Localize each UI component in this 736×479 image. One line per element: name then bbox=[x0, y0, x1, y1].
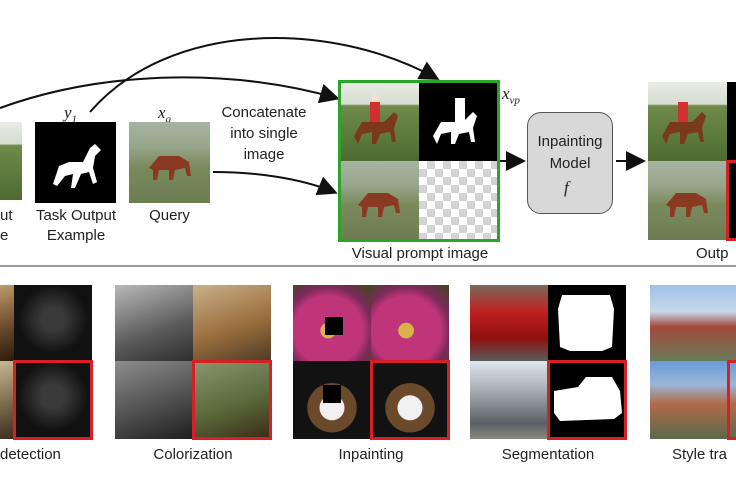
task-style-bl bbox=[650, 361, 728, 439]
query-math: xq bbox=[158, 103, 172, 126]
task-colorization-tr bbox=[193, 285, 271, 361]
task-detection-tr bbox=[14, 285, 92, 361]
concat-label-2: into single bbox=[230, 125, 298, 142]
task-segmentation-result-frame bbox=[547, 360, 627, 440]
inpainting-mask bbox=[325, 317, 343, 335]
output-result-frame bbox=[726, 160, 736, 241]
task-detection-result-frame bbox=[13, 360, 93, 440]
output-example-output bbox=[727, 82, 736, 161]
task-colorization-bl bbox=[115, 361, 193, 439]
task-colorization-br bbox=[193, 361, 271, 439]
task-style-br bbox=[728, 361, 736, 439]
output-example-input bbox=[648, 82, 727, 161]
query-label: Query bbox=[149, 207, 190, 224]
task-segmentation-tl bbox=[470, 285, 548, 361]
task-detection-br bbox=[14, 361, 92, 439]
task-inpainting-tl bbox=[293, 285, 371, 361]
task-inpainting-result-frame bbox=[370, 360, 450, 440]
task-inpainting-br bbox=[371, 361, 449, 439]
prompt-example-output bbox=[419, 82, 498, 161]
prompt-masked-region bbox=[419, 161, 498, 240]
horse-silhouette-icon bbox=[53, 144, 101, 188]
input-example-image bbox=[0, 122, 22, 200]
task-output-label-1: Task Output bbox=[35, 207, 117, 224]
task-segmentation-tr bbox=[548, 285, 626, 361]
task-style-result-frame bbox=[727, 360, 736, 440]
rider-photo-icon bbox=[354, 94, 398, 144]
task-output-image bbox=[35, 122, 116, 203]
task-detection-label: detection bbox=[0, 446, 61, 463]
horse-photo-icon bbox=[666, 193, 708, 217]
task-style-tl bbox=[650, 285, 728, 361]
task-output-label-2: Example bbox=[46, 227, 106, 244]
rider-silhouette-icon bbox=[433, 98, 477, 144]
visual-prompt-math: xvp bbox=[502, 84, 520, 107]
model-label-2: Model bbox=[549, 155, 591, 172]
visual-prompt-frame bbox=[338, 80, 500, 242]
truck-mask-icon bbox=[554, 377, 622, 421]
output-result bbox=[727, 161, 736, 240]
task-inpainting-tr bbox=[371, 285, 449, 361]
horse-photo-icon bbox=[358, 193, 400, 217]
task-inpainting-bl bbox=[293, 361, 371, 439]
task-style-label: Style tra bbox=[672, 446, 728, 463]
task-output-math: y1 bbox=[64, 103, 78, 126]
task-inpainting-label: Inpainting bbox=[338, 446, 404, 463]
concat-label-1: Concatenate bbox=[221, 104, 307, 121]
arrow-output-to-prompt bbox=[89, 37, 440, 113]
task-segmentation-label: Segmentation bbox=[501, 446, 595, 463]
task-colorization-tl bbox=[115, 285, 193, 361]
inpainting-mask bbox=[323, 385, 341, 403]
input-example-label-2: e bbox=[0, 227, 9, 244]
model-label-1: Inpainting bbox=[537, 133, 603, 150]
task-detection-tl bbox=[0, 285, 14, 361]
output-label: Outp bbox=[696, 245, 729, 262]
input-example-label-1: ut bbox=[0, 207, 13, 224]
arrow-example-to-prompt bbox=[0, 76, 340, 109]
query-image bbox=[129, 122, 210, 203]
car-mask-icon bbox=[558, 295, 614, 351]
task-segmentation-bl bbox=[470, 361, 548, 439]
output-query bbox=[648, 161, 727, 240]
task-colorization-label: Colorization bbox=[153, 446, 233, 463]
prompt-example-input bbox=[340, 82, 419, 161]
rider-photo-icon bbox=[662, 102, 706, 144]
concat-label-3: image bbox=[243, 146, 285, 163]
task-detection-bl bbox=[0, 361, 14, 439]
prompt-query bbox=[340, 161, 419, 240]
model-math: f bbox=[564, 178, 569, 197]
inpainting-model-box bbox=[527, 112, 613, 214]
visual-prompt-label: Visual prompt image bbox=[351, 245, 489, 262]
arrow-query-to-prompt bbox=[212, 171, 338, 196]
horse-photo-icon bbox=[149, 156, 191, 180]
task-colorization-result-frame bbox=[192, 360, 272, 440]
task-style-tr bbox=[728, 285, 736, 361]
section-divider bbox=[0, 265, 736, 267]
task-segmentation-br bbox=[548, 361, 626, 439]
